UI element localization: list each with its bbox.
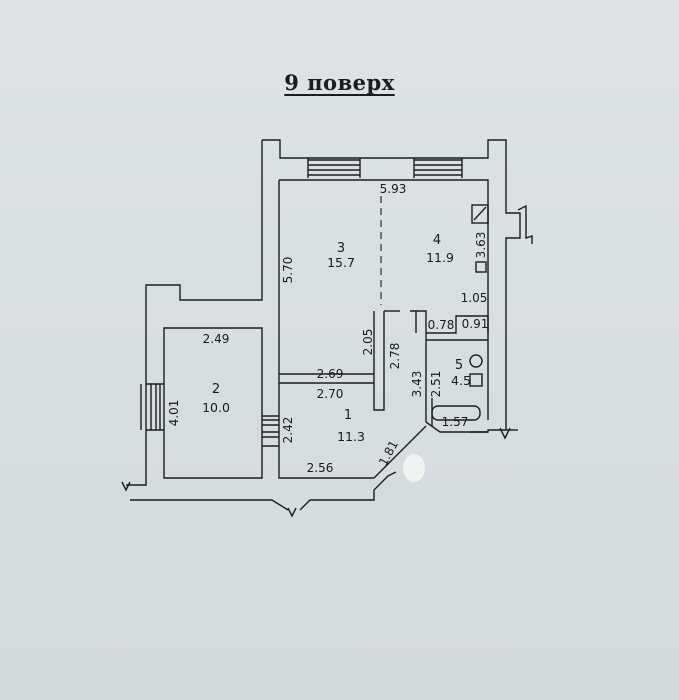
room-5-number: 5 — [455, 358, 463, 373]
dim-0-91: 0.91 — [462, 317, 489, 331]
dim-2-69: 2.69 — [317, 367, 344, 381]
dim-2-78: 2.78 — [388, 343, 402, 370]
dim-2-56: 2.56 — [307, 461, 334, 475]
dim-1-81: 1.81 — [376, 438, 401, 468]
paper-smudge — [403, 454, 425, 482]
dim-5-70: 5.70 — [281, 257, 295, 284]
dim-0-78: 0.78 — [428, 318, 455, 332]
floor-title: 9 поверх — [0, 70, 679, 95]
room-4-number: 4 — [433, 233, 441, 248]
dimension-labels: 5.93 5.70 3.63 1.05 0.78 0.91 2.05 2.78 … — [167, 182, 488, 475]
dim-1-05: 1.05 — [461, 291, 488, 305]
room-3-area: 15.7 — [327, 255, 355, 270]
room-1-number: 1 — [344, 408, 352, 423]
dim-3-43: 3.43 — [410, 371, 424, 398]
room-2-number: 2 — [212, 382, 220, 397]
walls — [121, 139, 533, 518]
dim-2-70: 2.70 — [317, 387, 344, 401]
room-5-area: 4.5 — [451, 373, 471, 388]
dim-3-63: 3.63 — [474, 232, 488, 259]
dim-4-01: 4.01 — [167, 400, 181, 427]
dim-2-49: 2.49 — [203, 332, 230, 346]
room-3-number: 3 — [337, 241, 345, 256]
dim-2-51: 2.51 — [429, 371, 443, 398]
room-2-area: 10.0 — [202, 400, 230, 415]
floor-title-text: 9 поверх — [284, 70, 395, 95]
dim-5-93: 5.93 — [380, 182, 407, 196]
dim-2-05: 2.05 — [361, 329, 375, 356]
room-1-area: 11.3 — [337, 429, 365, 444]
room-labels: 3 15.7 4 11.9 2 10.0 1 11.3 5 4.5 — [202, 233, 471, 444]
room-4-area: 11.9 — [426, 250, 454, 265]
dim-1-57: 1.57 — [442, 415, 469, 429]
dim-2-42: 2.42 — [281, 417, 295, 444]
